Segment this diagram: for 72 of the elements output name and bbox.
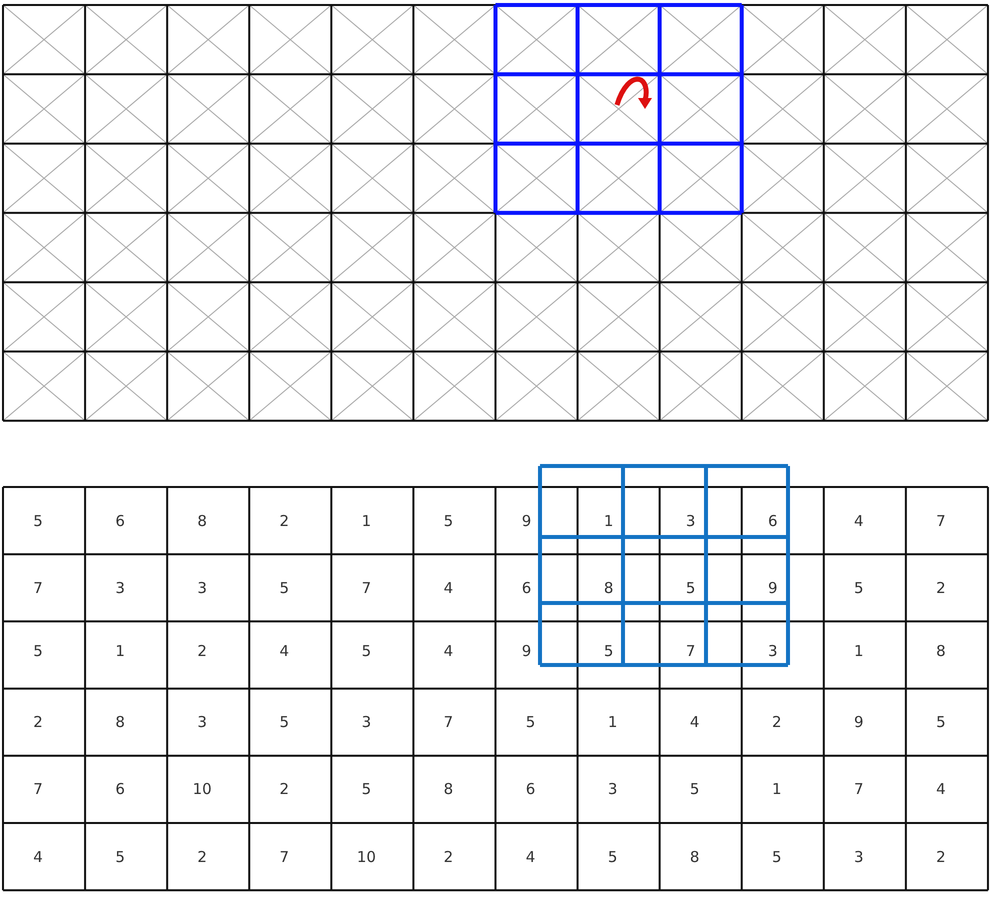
cell-value: 7 — [362, 578, 372, 597]
cell-value: 5 — [280, 713, 290, 732]
cell-value: 4 — [444, 642, 454, 660]
cell-value: 2 — [33, 713, 43, 732]
cell-value: 6 — [768, 512, 778, 530]
cell-value: 5 — [362, 780, 372, 798]
cell-value: 3 — [197, 713, 207, 732]
cell-value: 5 — [115, 848, 125, 866]
cell-value: 3 — [115, 578, 125, 597]
cell-value: 2 — [280, 780, 290, 798]
cell-value: 5 — [772, 848, 782, 866]
cell-value: 1 — [854, 642, 864, 660]
cell-value: 8 — [444, 780, 454, 798]
cell-value: 5 — [444, 512, 454, 530]
cell-value: 2 — [280, 512, 290, 530]
cell-value: 1 — [772, 780, 782, 798]
cell-value: 2 — [197, 848, 207, 866]
cell-value: 8 — [197, 512, 207, 530]
cell-value: 5 — [854, 578, 864, 597]
cell-value: 7 — [936, 512, 946, 530]
cell-value: 6 — [526, 780, 536, 798]
cell-value: 7 — [444, 713, 454, 732]
cell-value: 1 — [362, 512, 372, 530]
cell-value: 4 — [33, 848, 43, 866]
cell-value: 10 — [192, 780, 212, 798]
cell-value: 3 — [197, 578, 207, 597]
cell-value: 2 — [197, 642, 207, 660]
cell-value: 2 — [444, 848, 454, 866]
cell-value: 1 — [115, 642, 125, 660]
cell-value: 3 — [608, 780, 618, 798]
cell-value: 8 — [690, 848, 700, 866]
cell-value: 5 — [33, 642, 43, 660]
cell-value: 5 — [526, 713, 536, 732]
cell-value: 10 — [356, 848, 376, 866]
cell-value: 5 — [686, 578, 696, 597]
cell-value: 1 — [608, 713, 618, 732]
cell-value: 7 — [33, 780, 43, 798]
cell-value: 4 — [936, 780, 946, 798]
cell-value: 4 — [690, 713, 700, 732]
cell-value: 1 — [604, 512, 614, 530]
cell-value: 3 — [854, 848, 864, 866]
cell-value: 9 — [768, 578, 778, 597]
cell-value: 8 — [604, 578, 614, 597]
cell-value: 5 — [362, 642, 372, 660]
cell-value: 6 — [115, 512, 125, 530]
cell-value: 9 — [522, 512, 532, 530]
cell-value: 7 — [854, 780, 864, 798]
cell-value: 5 — [936, 713, 946, 732]
cell-value: 4 — [444, 578, 454, 597]
cell-value: 4 — [526, 848, 536, 866]
cell-value: 3 — [768, 642, 778, 660]
cell-value: 3 — [362, 713, 372, 732]
cell-value: 9 — [854, 713, 864, 732]
cell-value: 5 — [33, 512, 43, 530]
cell-value: 5 — [690, 780, 700, 798]
cell-value: 8 — [936, 642, 946, 660]
cell-value: 2 — [936, 578, 946, 597]
cell-value: 7 — [280, 848, 290, 866]
cell-value: 2 — [936, 848, 946, 866]
cell-value: 5 — [280, 578, 290, 597]
cell-value: 5 — [604, 642, 614, 660]
cell-value: 7 — [686, 642, 696, 660]
cell-value: 3 — [686, 512, 696, 530]
cell-value: 2 — [772, 713, 782, 732]
cell-value: 7 — [33, 578, 43, 597]
cell-value: 6 — [115, 780, 125, 798]
cell-value: 9 — [522, 642, 532, 660]
cell-value: 4 — [854, 512, 864, 530]
cell-value: 4 — [280, 642, 290, 660]
cell-value: 8 — [115, 713, 125, 732]
cell-value: 5 — [608, 848, 618, 866]
cell-value: 6 — [522, 578, 532, 597]
